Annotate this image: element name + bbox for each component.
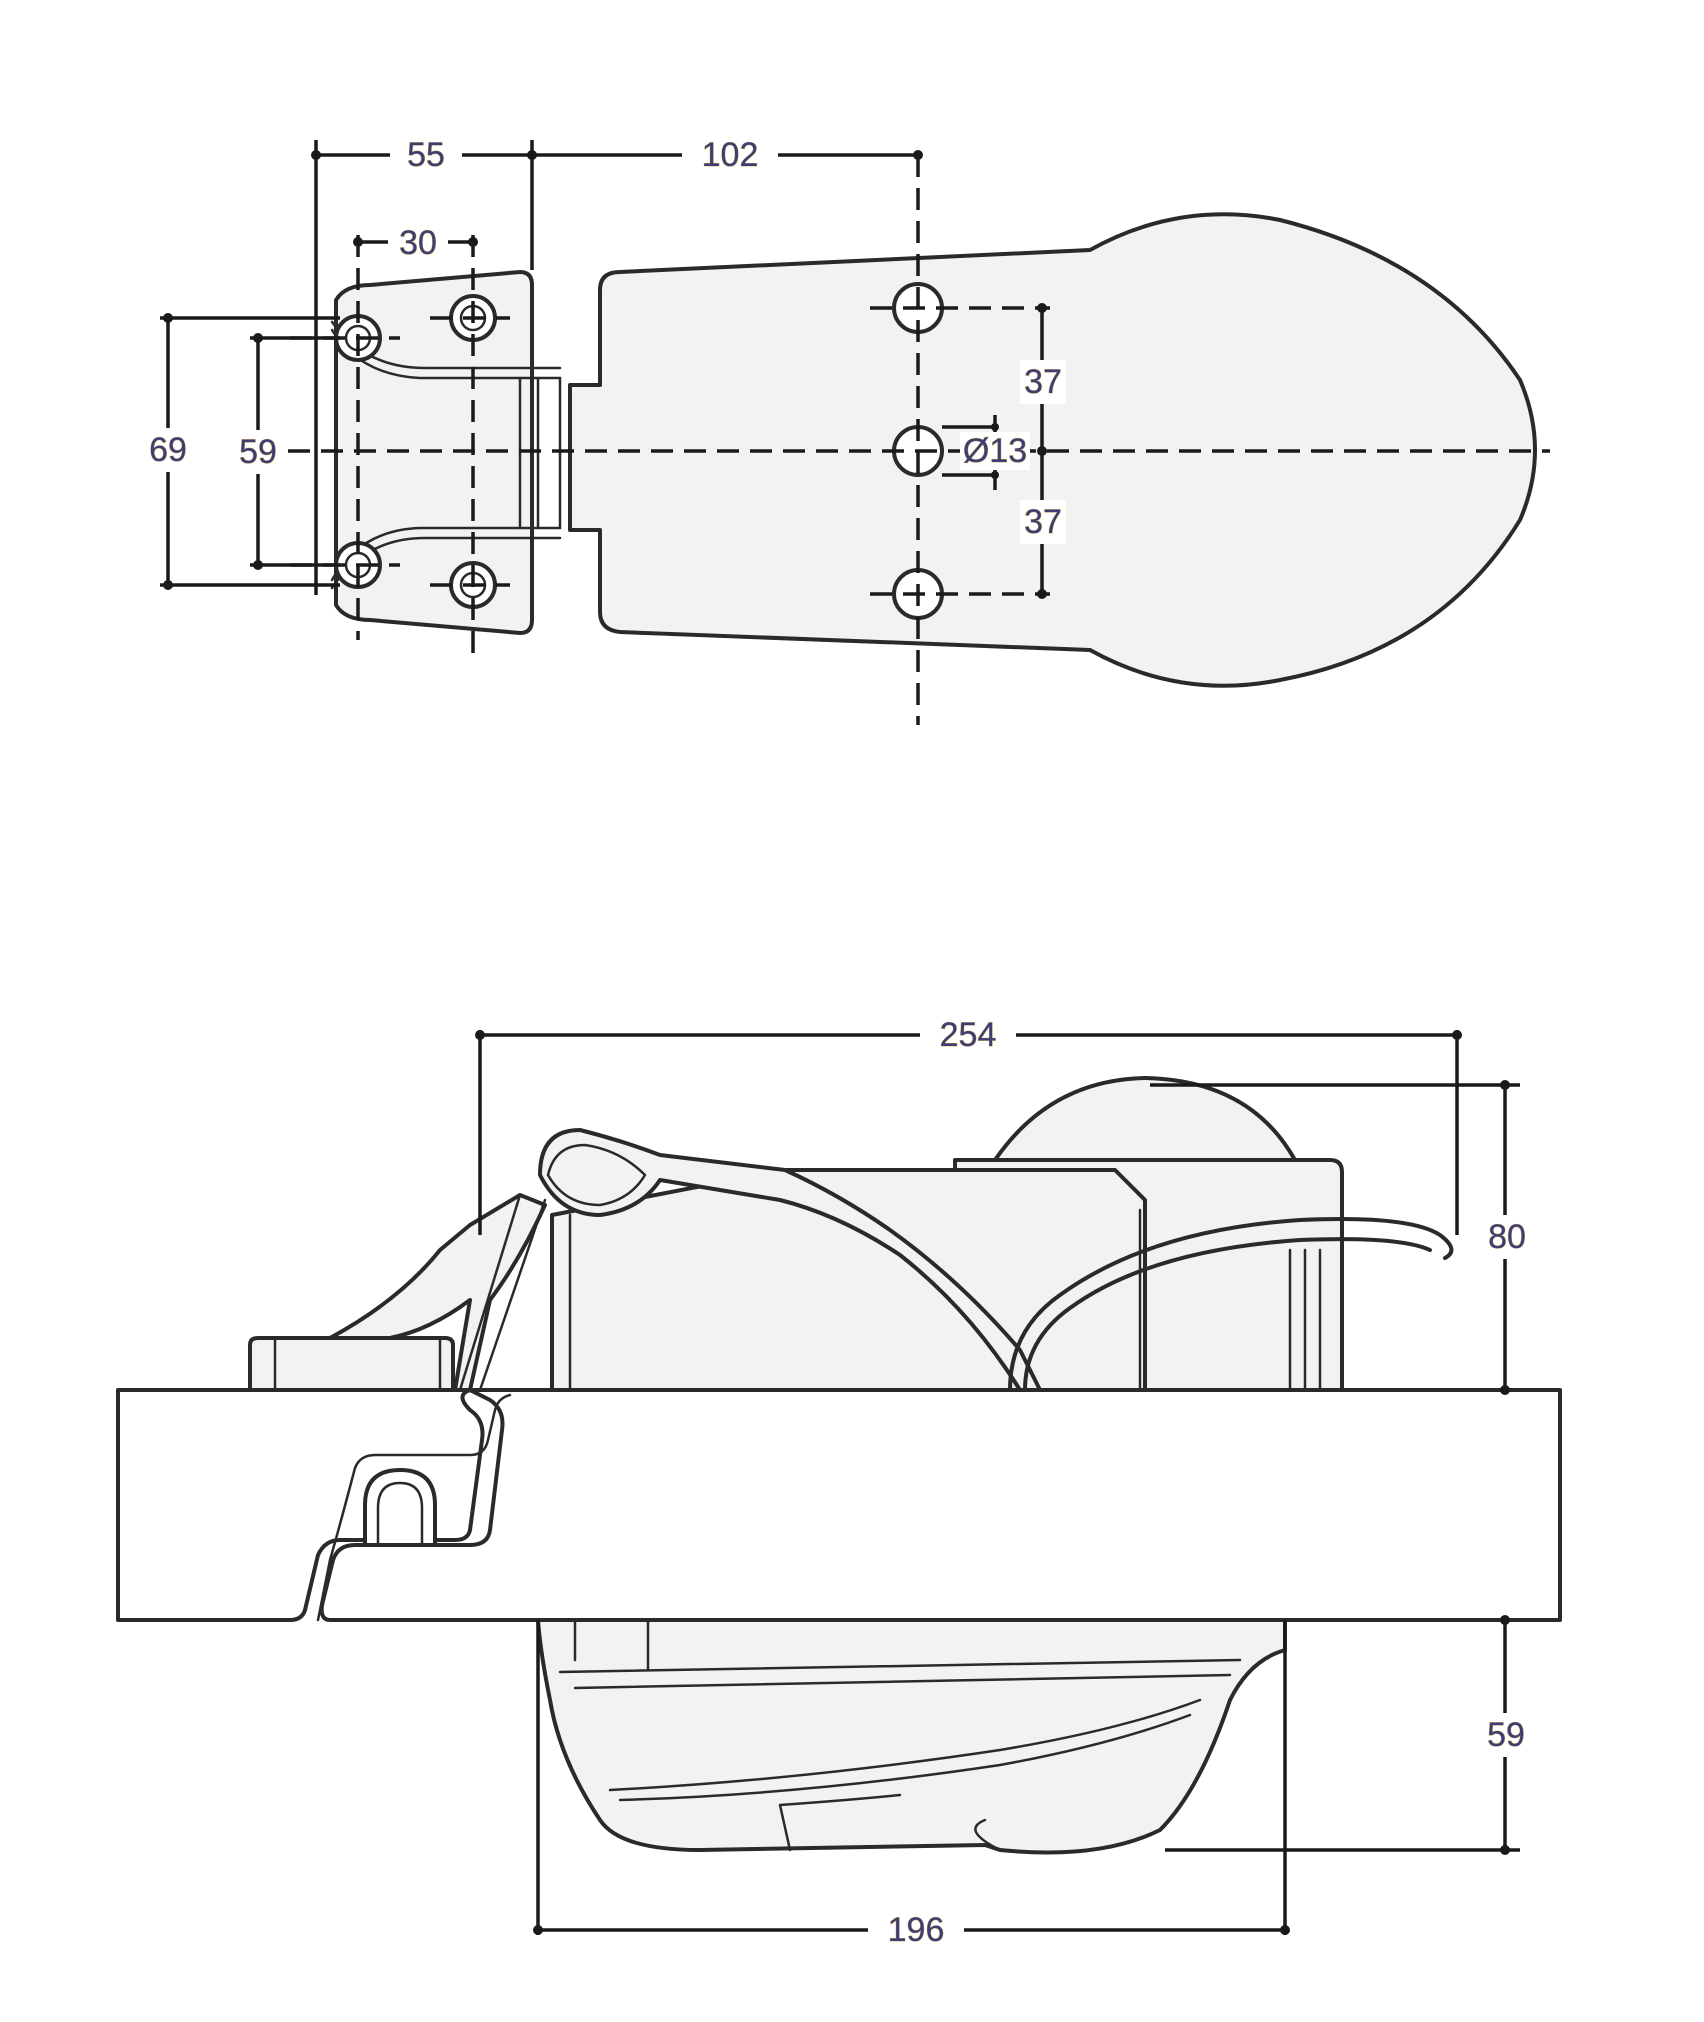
dimension-37-37: 37 37 bbox=[1020, 303, 1066, 599]
dim-55-label: 55 bbox=[407, 136, 445, 174]
side-deck-plate bbox=[116, 1388, 1562, 1622]
dim-254-label: 254 bbox=[940, 1016, 997, 1054]
dim-37-lower-label: 37 bbox=[1024, 503, 1062, 541]
side-hinge-arm bbox=[328, 1193, 547, 1392]
side-handle bbox=[1008, 1217, 1454, 1392]
side-left-flange bbox=[248, 1336, 455, 1392]
side-dome bbox=[993, 1076, 1297, 1162]
dim-69-label: 69 bbox=[149, 431, 187, 469]
dimension-diameter-13: Ø13 bbox=[942, 415, 1030, 490]
dim-diameter-13-label: Ø13 bbox=[963, 432, 1027, 470]
dimension-69: 69 bbox=[140, 313, 340, 590]
dim-59-side-label: 59 bbox=[1487, 1716, 1525, 1754]
dim-30-label: 30 bbox=[399, 224, 437, 262]
dimension-59-side: 59 bbox=[1165, 1615, 1534, 1855]
side-lever bbox=[538, 1128, 1042, 1392]
top-view: 55 102 30 69 bbox=[140, 133, 1550, 725]
dimension-55: 55 bbox=[311, 133, 537, 595]
dimension-30: 30 bbox=[353, 222, 478, 264]
dimension-254: 254 bbox=[475, 1013, 1462, 1235]
dim-80-label: 80 bbox=[1488, 1218, 1526, 1256]
dim-196-label: 196 bbox=[888, 1911, 945, 1949]
dim-102-label: 102 bbox=[702, 136, 759, 174]
dimension-196: 196 bbox=[533, 1620, 1290, 1952]
dimension-102: 102 bbox=[532, 133, 923, 177]
dim-37-upper-label: 37 bbox=[1024, 363, 1062, 401]
side-lower-housing bbox=[536, 1618, 1287, 1855]
dimension-80: 80 bbox=[1150, 1080, 1532, 1395]
side-cleat-loop bbox=[363, 1468, 437, 1547]
dimension-59-top: 59 bbox=[230, 333, 340, 570]
dim-59-top-label: 59 bbox=[239, 433, 277, 471]
side-view: 254 80 59 196 bbox=[116, 1013, 1562, 1952]
top-hinge-inner bbox=[518, 376, 562, 530]
